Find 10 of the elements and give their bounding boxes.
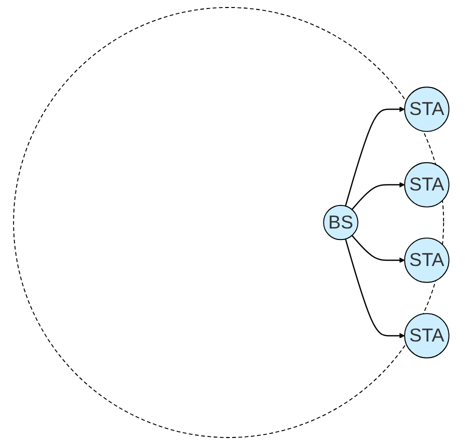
arrow [344,238,405,338]
cluster [13,7,444,438]
node-circle: STA [404,313,450,358]
arrow [352,182,405,210]
node-circle: STA [404,86,450,132]
arrow [352,235,405,263]
node-circle: STA [404,238,450,283]
node-circle: BS [323,204,358,240]
node-circle: STA [404,162,450,208]
arrow [344,106,405,206]
